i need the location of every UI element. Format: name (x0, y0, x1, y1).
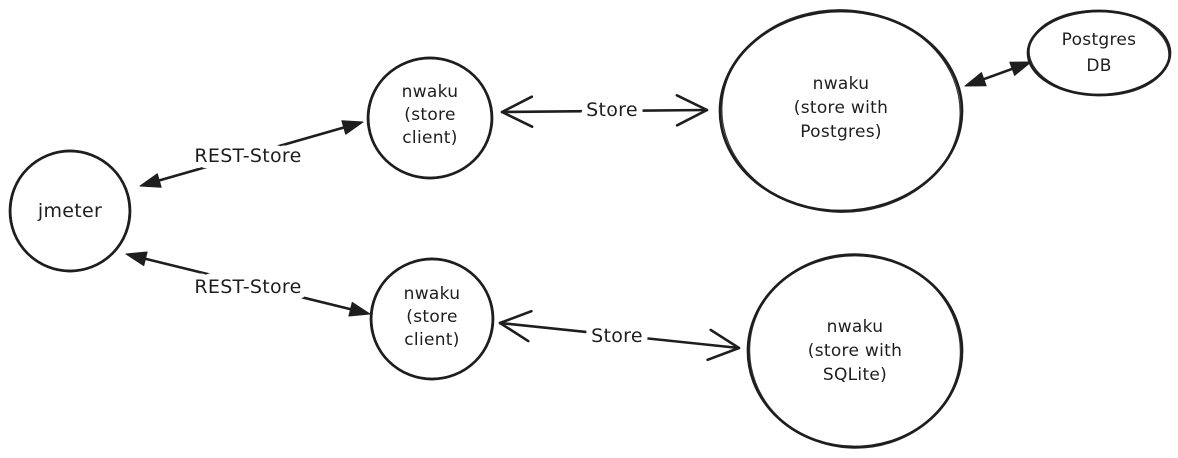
postgres-db-label-line: Postgres (1062, 30, 1137, 50)
rest-store-bottom-line (137, 255, 359, 313)
nwaku-store-client-top-shape-sketch (368, 56, 492, 180)
nwaku-store-client-top-label-line: nwaku (402, 82, 459, 102)
store-top-label: Store (586, 99, 638, 121)
rest-store-bottom-arrowhead-start (125, 251, 148, 267)
node-nwaku-store-client-bottom: nwaku (store client) (369, 257, 495, 381)
store-bottom-line (498, 321, 741, 350)
nwaku-store-sqlite-label-line: (store with (808, 341, 902, 361)
postgres-db-shape-sketch (1028, 9, 1170, 97)
node-nwaku-store-client-top: nwaku (store client) (366, 56, 494, 180)
store-bottom-arrowhead-end (706, 328, 741, 362)
store-bottom-arrowhead-start (498, 309, 533, 343)
nwaku-store-sqlite-shape-sketch (749, 253, 961, 449)
store-top-line (500, 108, 709, 114)
nwaku-store-sqlite-shape (746, 253, 964, 449)
edge-rest-store-bottom: REST-Store (125, 251, 371, 317)
rest-store-top-label: REST-Store (194, 145, 301, 167)
nwaku-store-client-top-label-line: client) (402, 128, 457, 148)
nwaku-store-postgres-label-line: (store with (794, 98, 888, 118)
nwaku-store-postgres-label-line: Postgres) (800, 122, 882, 142)
store-top-arrowhead-end (675, 93, 709, 127)
edge-rest-store-top: REST-Store (139, 120, 364, 188)
jmeter-shape-sketch (10, 149, 130, 273)
jmeter-shape (8, 149, 132, 273)
nwaku-store-client-bottom-shape-sketch (371, 257, 493, 381)
postgres-db-label-line: DB (1086, 56, 1111, 76)
nwaku-store-sqlite-label-line: nwaku (827, 317, 884, 337)
nwaku-store-sqlite-label-line: SQLite) (823, 365, 887, 385)
nwaku-store-client-bottom-label-line: (store (406, 307, 457, 327)
node-jmeter: jmeter (8, 149, 132, 273)
nwaku-store-postgres-shape-sketch (721, 9, 961, 213)
nwaku-store-client-top-shape (366, 56, 494, 180)
nwaku-store-client-bottom-shape (369, 257, 495, 381)
rest-store-top-line (151, 124, 352, 184)
edge-store-top: Store (500, 93, 709, 129)
store-bottom-label: Store (591, 325, 643, 347)
rest-store-bottom-arrowhead-end (348, 301, 371, 317)
nwaku-postgres-db-link-arrowhead-end (1009, 61, 1032, 76)
edge-store-bottom: Store (498, 309, 741, 362)
rest-store-bottom-label: REST-Store (194, 276, 301, 298)
postgres-db-shape (1026, 9, 1172, 97)
rest-store-top-arrowhead-end (341, 120, 364, 135)
nwaku-store-client-bottom-label-line: nwaku (404, 284, 461, 304)
nwaku-store-postgres-shape (718, 9, 964, 213)
rest-store-top-arrowhead-start (139, 173, 162, 188)
edge-nwaku-postgres-db-link (964, 61, 1032, 87)
jmeter-label-line: jmeter (37, 200, 102, 222)
store-top-arrowhead-start (500, 95, 534, 129)
nwaku-store-client-top-label-line: (store (404, 105, 455, 125)
nwaku-postgres-db-link-arrowhead-start (964, 72, 987, 87)
nwaku-store-client-bottom-label-line: client) (404, 330, 459, 350)
nwaku-store-postgres-label-line: nwaku (813, 74, 870, 94)
